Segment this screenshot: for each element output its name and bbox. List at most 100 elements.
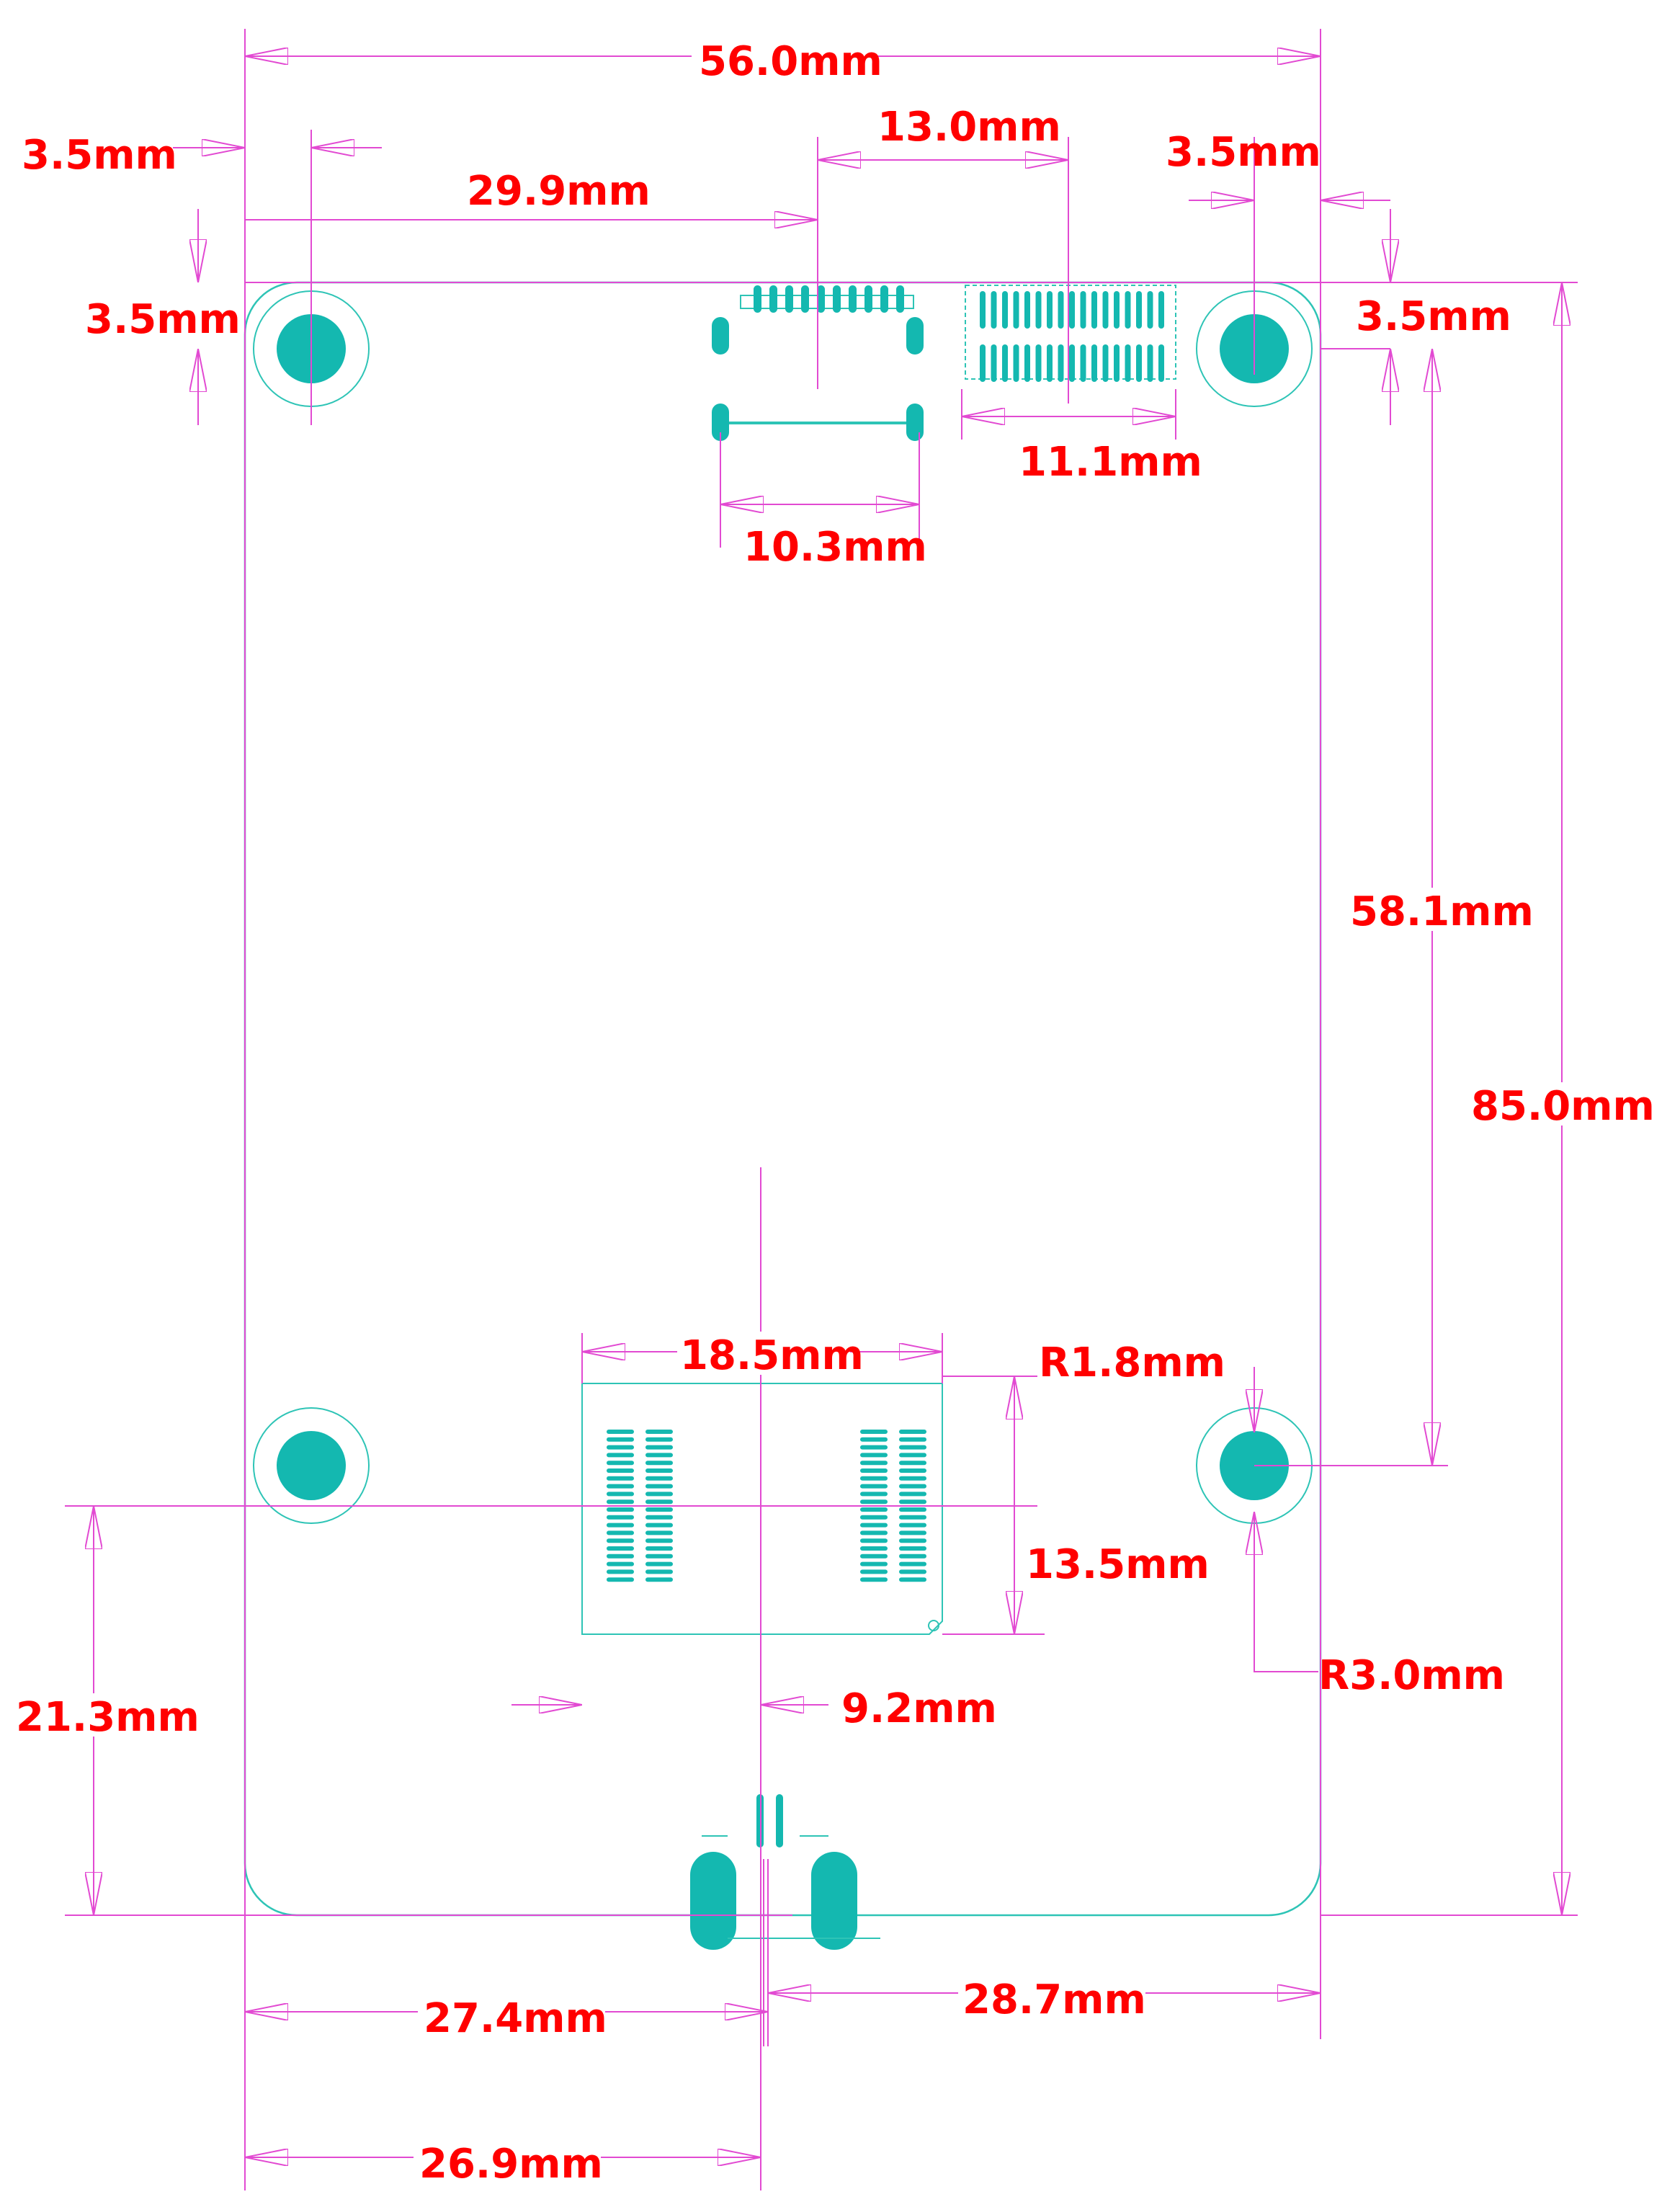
connector-b-pin xyxy=(1069,344,1075,382)
module-pin xyxy=(607,1492,634,1497)
connector-b-pin xyxy=(1147,344,1153,382)
module-pin xyxy=(607,1577,634,1582)
module-pin xyxy=(860,1430,888,1434)
module-pins-right xyxy=(860,1430,926,1582)
module-pin xyxy=(607,1430,634,1434)
dim-usb-center-offset: 26.9mm xyxy=(419,2141,603,2188)
module-pin xyxy=(899,1484,926,1489)
module-pin xyxy=(860,1554,888,1559)
module-pin xyxy=(645,1546,673,1551)
module-pin xyxy=(860,1461,888,1466)
dim-right-hole-x: 3.5mm xyxy=(1166,129,1321,176)
module-pin xyxy=(860,1476,888,1481)
connector-b-pin xyxy=(1047,291,1053,329)
module-pin xyxy=(899,1499,926,1505)
module-pin xyxy=(607,1484,634,1489)
module-pin xyxy=(899,1523,926,1528)
module-pin xyxy=(899,1507,926,1512)
connector-b-pin xyxy=(1013,291,1019,329)
module-pin xyxy=(645,1569,673,1574)
dim-module-width: 18.5mm xyxy=(680,1332,864,1379)
module-pin xyxy=(860,1484,888,1489)
module-pin xyxy=(607,1523,634,1528)
module-pin xyxy=(899,1492,926,1497)
connector-a-pin xyxy=(785,285,793,313)
module-pin xyxy=(645,1499,673,1505)
connector-a-footprint xyxy=(712,285,924,441)
module-pin xyxy=(607,1453,634,1458)
module-pin xyxy=(899,1515,926,1520)
module-pin xyxy=(645,1538,673,1543)
module-pin xyxy=(860,1577,888,1582)
connector-b-pins xyxy=(980,291,1164,382)
module-pin xyxy=(645,1445,673,1450)
module-pin xyxy=(860,1546,888,1551)
module-pin xyxy=(645,1430,673,1434)
connector-b-pin xyxy=(1002,344,1008,382)
module-pin xyxy=(645,1476,673,1481)
dim-connector-b-width: 11.1mm xyxy=(1019,439,1202,486)
module-pin xyxy=(645,1437,673,1442)
module-pin xyxy=(899,1546,926,1551)
module-pin xyxy=(899,1554,926,1559)
module-pin xyxy=(607,1515,634,1520)
connector-b-pin xyxy=(1091,291,1097,329)
module-pin xyxy=(645,1577,673,1582)
module-pin xyxy=(645,1468,673,1473)
module-pin xyxy=(899,1468,926,1473)
module-pin xyxy=(645,1523,673,1528)
module-pin xyxy=(607,1530,634,1535)
module-pin xyxy=(860,1507,888,1512)
module-pin xyxy=(899,1430,926,1434)
connector-b-pin xyxy=(991,291,997,329)
connector-b-pin xyxy=(1125,344,1131,382)
module-pin xyxy=(860,1530,888,1535)
module-pin xyxy=(607,1445,634,1450)
module-pin xyxy=(645,1515,673,1520)
connector-b-pin xyxy=(1091,344,1097,382)
module-pin xyxy=(607,1499,634,1505)
module-pin xyxy=(607,1461,634,1466)
module-pin xyxy=(860,1468,888,1473)
dim-hole-pad-radius: R1.8mm xyxy=(1039,1340,1225,1386)
module-pin xyxy=(899,1569,926,1574)
module-pin xyxy=(899,1476,926,1481)
connector-a-pin xyxy=(801,285,809,313)
module-pin xyxy=(899,1561,926,1566)
dim-board-width: 56.0mm xyxy=(699,38,883,85)
dim-right-hole-y: 3.5mm xyxy=(1356,293,1511,340)
connector-b-pin xyxy=(1136,344,1142,382)
connector-b-pin xyxy=(1158,344,1164,382)
dim-top-hole-y: 3.5mm xyxy=(85,296,241,343)
connector-b-pin xyxy=(1147,291,1153,329)
dim-left-hole-x: 3.5mm xyxy=(22,132,177,179)
connector-a-pin xyxy=(754,285,761,313)
connector-b-pin xyxy=(1114,344,1120,382)
connector-b-pin xyxy=(1136,291,1142,329)
connector-b-pin xyxy=(1024,344,1030,382)
module-pin xyxy=(899,1577,926,1582)
module-pin xyxy=(645,1461,673,1466)
connector-b-pin xyxy=(1024,291,1030,329)
module-pin xyxy=(860,1515,888,1520)
module-pin xyxy=(899,1538,926,1543)
module-pin xyxy=(645,1507,673,1512)
connector-a-pin xyxy=(880,285,888,313)
module-pin xyxy=(645,1530,673,1535)
module-pin xyxy=(899,1445,926,1450)
connector-b-pin xyxy=(1114,291,1120,329)
dimension-labels: 56.0mm 3.5mm 29.9mm 13.0mm 3.5mm 3.5mm 3… xyxy=(13,37,1655,2188)
connector-a-pin xyxy=(769,285,777,313)
usb-connector-footprint xyxy=(690,1794,880,1950)
module-pin xyxy=(860,1453,888,1458)
module-pin xyxy=(860,1569,888,1574)
dim-connector-ab-spacing: 13.0mm xyxy=(877,104,1061,151)
module-pin xyxy=(607,1437,634,1442)
module-pin xyxy=(899,1453,926,1458)
dim-board-height: 85.0mm xyxy=(1471,1083,1655,1130)
connector-b-pin xyxy=(1002,291,1008,329)
module-pin xyxy=(607,1561,634,1566)
dim-connector-a-x: 29.9mm xyxy=(467,168,651,215)
module-pin xyxy=(645,1561,673,1566)
